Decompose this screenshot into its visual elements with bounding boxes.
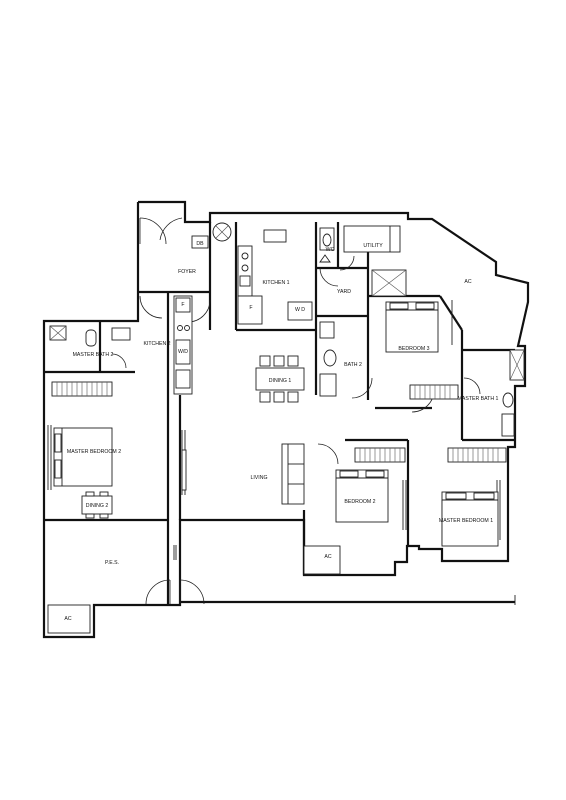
interior-walls xyxy=(44,222,515,604)
dining-1-table xyxy=(255,367,305,391)
kitchen-fixtures xyxy=(173,229,313,395)
label-wd-kitchen-1: W D xyxy=(295,307,305,313)
label-bedroom-2: BEDROOM 2 xyxy=(344,499,375,505)
label-living: LIVING xyxy=(250,475,267,481)
living-sofa xyxy=(281,443,305,505)
beds xyxy=(53,301,499,547)
label-ac-top: AC xyxy=(464,279,471,285)
label-ac-bottom: AC xyxy=(64,616,71,622)
label-wd-kitchen-2: W/D xyxy=(178,349,188,355)
label-pes: P.E.S. xyxy=(105,560,119,566)
label-db: DB xyxy=(196,241,204,247)
bed-master-bedroom-1 xyxy=(441,491,499,547)
label-wc: WC xyxy=(326,247,335,253)
label-ac-mid: AC xyxy=(324,554,331,560)
bed-bedroom-3 xyxy=(385,301,439,353)
label-master-bath-1: MASTER BATH 1 xyxy=(458,396,499,402)
label-dining-2: DINING 2 xyxy=(86,503,109,509)
label-foyer: FOYER xyxy=(178,269,196,275)
label-utility: UTILITY xyxy=(363,243,383,249)
room-labels: FOYER DB UTILITY WC KITCHEN 1 YARD AC KI… xyxy=(64,241,498,622)
label-bedroom-3: BEDROOM 3 xyxy=(398,346,429,352)
label-kitchen-2: KITCHEN 2 xyxy=(143,341,170,347)
doors xyxy=(111,217,481,605)
bed-bedroom-2 xyxy=(335,469,389,523)
bathroom-fixtures xyxy=(49,225,525,437)
furniture xyxy=(81,355,305,519)
label-bath-2: BATH 2 xyxy=(344,362,362,368)
label-master-bath-2: MASTER BATH 2 xyxy=(73,352,114,358)
dining-2-table xyxy=(81,495,113,515)
wardrobes xyxy=(51,381,507,463)
label-master-bedroom-2: MASTER BEDROOM 2 xyxy=(67,449,121,455)
bed-master-bedroom-2 xyxy=(53,427,113,487)
label-master-bedroom-1: MASTER BEDROOM 1 xyxy=(439,518,493,524)
misc-symbols xyxy=(47,222,341,634)
label-yard: YARD xyxy=(337,289,351,295)
label-f-kitchen-2: F xyxy=(181,302,184,308)
label-kitchen-1: KITCHEN 1 xyxy=(262,280,289,286)
label-dining-1: DINING 1 xyxy=(269,378,292,384)
label-f-kitchen-1: F xyxy=(249,305,252,311)
outer-walls xyxy=(42,200,530,639)
